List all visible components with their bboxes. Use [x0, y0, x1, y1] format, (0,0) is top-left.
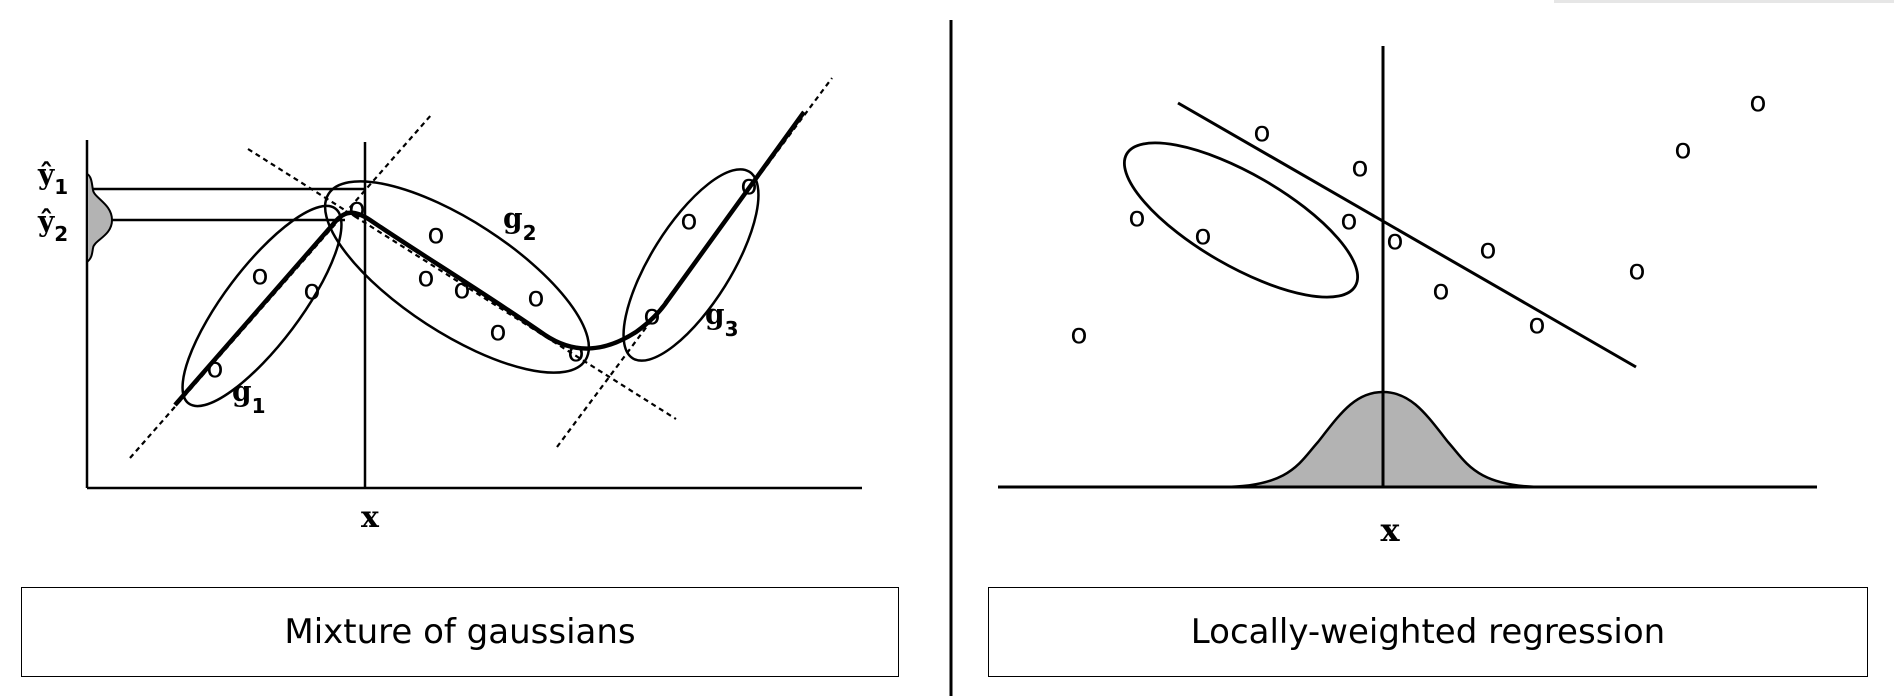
data-point: o [1674, 132, 1691, 165]
data-point: o [1253, 115, 1270, 148]
lwr-caption-box: Locally-weighted regression [988, 587, 1868, 677]
g2-ellipse [323, 180, 591, 374]
data-point: o [489, 314, 506, 347]
local-regression-line [1177, 101, 1637, 369]
mixture-caption: Mixture of gaussians [284, 612, 636, 652]
data-point: o [303, 273, 320, 306]
y-density-curve [86, 172, 114, 265]
g3-label: g3 [705, 298, 739, 341]
data-point: o [1628, 253, 1645, 286]
mixture-panel: o o o o o o o o o o o o o g1 g2 g3 ŷ1 ŷ2… [37, 77, 862, 535]
data-point: o [740, 168, 757, 201]
g2-label: g2 [503, 202, 537, 245]
window-edge-hint [1554, 0, 1894, 3]
yhat1-label: ŷ1 [37, 158, 68, 199]
data-point: o [348, 191, 365, 224]
data-point: o [1351, 150, 1368, 183]
lwr-panel: o o o o o o o o o o o o o x [998, 46, 1817, 549]
left-x-label: x [361, 500, 380, 535]
g3-ellipse [622, 168, 760, 362]
data-point: o [1749, 85, 1766, 118]
data-point: o [251, 258, 268, 291]
data-point: o [567, 335, 584, 368]
data-point: o [1128, 200, 1145, 233]
data-point: o [1479, 232, 1496, 265]
g3-dashed-axis [556, 77, 833, 448]
mixture-regression-curve [173, 110, 806, 407]
data-point: o [1340, 203, 1357, 236]
data-point: o [453, 272, 470, 305]
data-point: o [643, 298, 660, 331]
data-point: o [417, 260, 434, 293]
right-x-label: x [1380, 511, 1400, 549]
data-point: o [1194, 218, 1211, 251]
g1-label: g1 [232, 375, 266, 418]
lwr-caption: Locally-weighted regression [1190, 612, 1666, 652]
data-point: o [1386, 223, 1403, 256]
right-points: o o o o o o o o o o o o o [1070, 85, 1766, 350]
g1-ellipse [181, 204, 343, 408]
data-point: o [1070, 317, 1087, 350]
yhat2-label: ŷ2 [37, 205, 68, 246]
mixture-caption-box: Mixture of gaussians [21, 587, 899, 677]
data-point: o [680, 203, 697, 236]
data-point: o [427, 217, 444, 250]
data-point: o [1528, 307, 1545, 340]
data-point: o [206, 351, 223, 384]
data-point: o [527, 280, 544, 313]
data-point: o [1432, 273, 1449, 306]
g2-dashed-axis [247, 148, 677, 420]
left-points: o o o o o o o o o o o o o [206, 168, 757, 384]
local-ellipse [1122, 141, 1360, 299]
